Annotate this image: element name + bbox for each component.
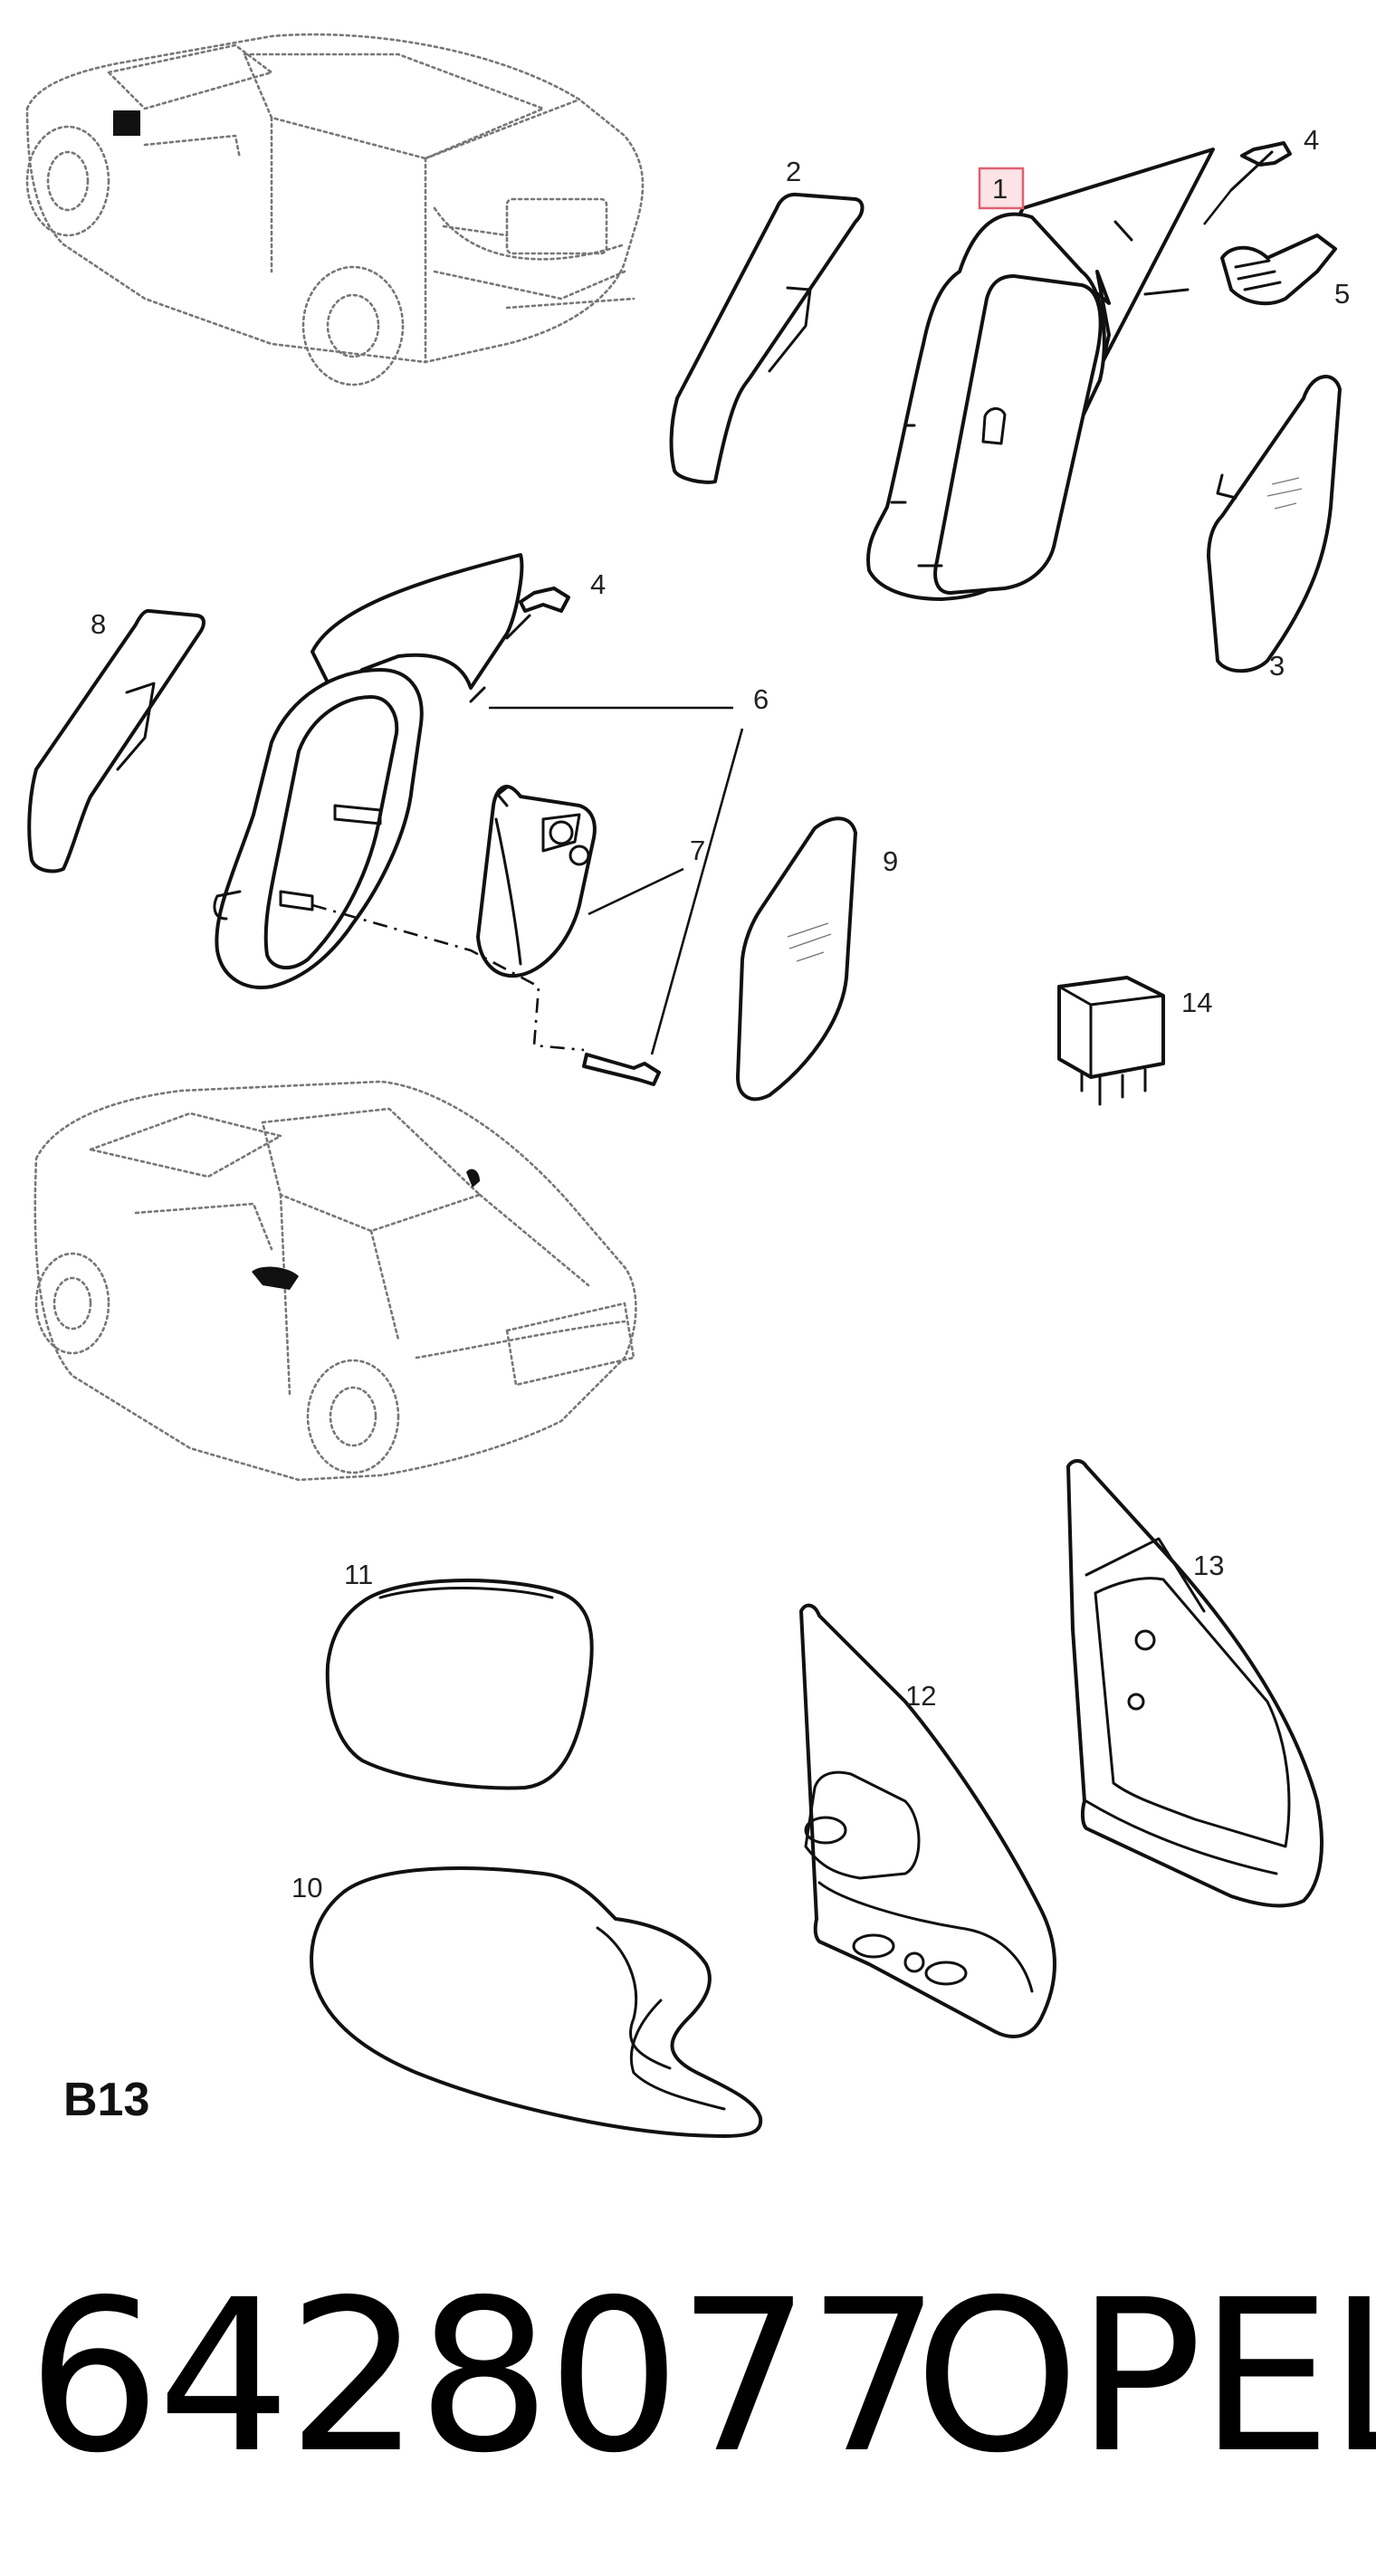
part-12-mirror-base: 12 <box>799 1603 1056 2038</box>
part-3-mirror-glass: 3 <box>1207 375 1342 682</box>
part-13-mirror-base: 13 <box>1066 1459 1323 1908</box>
callout-4-middle: 4 <box>590 568 606 600</box>
callout-5: 5 <box>1334 278 1350 310</box>
part-6-mirror-housing: 6 <box>213 553 769 1055</box>
part-7-motor: 7 <box>311 785 705 1052</box>
callout-1: 1 <box>992 173 1008 205</box>
part-4-screw-middle: 4 <box>505 568 606 640</box>
callout-6: 6 <box>753 683 769 715</box>
part-number: 6428077 <box>27 2255 941 2499</box>
brand-name: OPEL <box>914 2255 1376 2499</box>
mirror-location-marker <box>113 110 140 136</box>
callout-14: 14 <box>1181 987 1212 1018</box>
callout-3: 3 <box>1269 650 1285 682</box>
callout-7: 7 <box>690 835 705 866</box>
mirror-location-marker-2 <box>252 1266 299 1290</box>
page-code-label: B13 <box>63 2074 150 2126</box>
part-4-screw-top: 4 <box>1202 124 1319 225</box>
callout-10: 10 <box>291 1872 322 1903</box>
part-5-boot: 5 <box>1220 234 1350 310</box>
callout-12: 12 <box>905 1680 936 1712</box>
mirror-location-marker-3 <box>466 1169 480 1188</box>
part-9-mirror-glass: 9 <box>736 816 898 1102</box>
part-screw-bottom <box>582 1053 661 1086</box>
part-14-relay: 14 <box>1057 976 1212 1106</box>
hatchback-car-illustration <box>25 33 645 386</box>
callout-2: 2 <box>786 156 801 187</box>
part-11-mirror-glass: 11 <box>325 1559 594 1790</box>
part-2-mirror-cover: 2 <box>669 156 865 484</box>
callout-4-top: 4 <box>1304 124 1319 156</box>
part-1-mirror-assembly: 1 <box>866 148 1215 601</box>
part-8-mirror-cover: 8 <box>27 608 205 873</box>
callout-11: 11 <box>344 1559 373 1590</box>
sedan-car-illustration <box>33 1080 637 1482</box>
callout-1-highlight-box <box>978 167 1025 210</box>
part-10-mirror-cover: 10 <box>291 1866 763 2138</box>
callout-9: 9 <box>883 845 898 877</box>
callout-8: 8 <box>91 608 106 640</box>
callout-13: 13 <box>1193 1550 1224 1581</box>
